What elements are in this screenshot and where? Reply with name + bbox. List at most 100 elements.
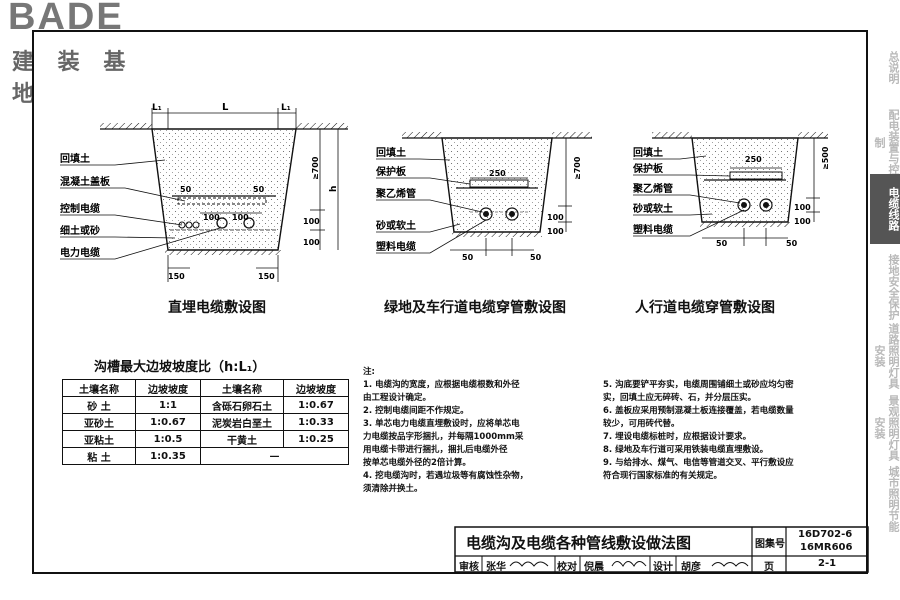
note-line: 由工程设计确定。 <box>363 393 432 403</box>
side-nav-item-distribution[interactable]: 配电装置与控制 <box>873 109 900 175</box>
dim-100-v2: 100 <box>547 227 564 236</box>
note-line: 力电缆按品字形捆扎，并每隔1000mm采 <box>363 432 524 442</box>
review-label: 审核 <box>459 562 479 573</box>
note-line: 实，回填土应无碎砖、石，并分层压实。 <box>603 393 757 403</box>
dim-700: ≥700 <box>573 156 582 180</box>
concrete-cover-plate <box>177 197 267 205</box>
side-nav-item-landscape-lighting[interactable]: 景观照明灯具安装 <box>873 395 900 461</box>
power-cable <box>216 217 228 229</box>
table-cell: 亚粘土 <box>62 430 136 448</box>
table-cell: 1:0.35 <box>135 447 201 465</box>
dim-700: ≥700 <box>311 156 320 180</box>
dim-50-left: 50 <box>180 185 192 194</box>
table-cell: 砂 土 <box>62 396 136 414</box>
note-line: 较少，可用砖代替。 <box>603 419 680 429</box>
table-header: 土壤名称 <box>200 379 284 397</box>
dim-100-v2: 100 <box>794 217 811 226</box>
note-line: 7. 埋设电缆标桩时，应根据设计要求。 <box>603 432 752 442</box>
checker-name: 倪晨 <box>584 562 604 573</box>
note-line: 8. 绿地及车行道可采用铁装电缆直埋敷设。 <box>603 445 769 455</box>
designer-name: 胡彦 <box>681 562 701 573</box>
bade-logo: BADE 建 装 基 地 <box>6 0 166 107</box>
dim-h: h <box>329 186 339 192</box>
page-number: 2-1 <box>818 558 837 569</box>
table-cell: 泥炭岩白垩土 <box>200 413 284 431</box>
label-plastic-cable: 塑料电缆 <box>376 240 416 253</box>
side-nav-item-cable-lines[interactable]: 电缆线路 <box>870 174 900 244</box>
power-cable <box>243 217 255 229</box>
protection-board <box>729 171 783 180</box>
table-cell: — <box>200 447 349 465</box>
table-cell: 1:0.67 <box>283 396 349 414</box>
table-header: 土壤名称 <box>62 379 136 397</box>
note-line: 5. 沟底要铲平夯实，电缆周围铺细土或砂应均匀密 <box>603 380 794 390</box>
side-nav: 总说明 配电装置与控制 电缆线路 接地安全保护 道路照明灯具安装 景观照明灯具安… <box>870 32 900 580</box>
note-line: 2. 控制电缆间距不作规定。 <box>363 406 469 416</box>
notes-left: 注: 1. 电缆沟的宽度，应根据电缆根数和外径 由工程设计确定。 2. 控制电缆… <box>363 366 603 496</box>
roadway-conduit-diagram: 250 ≥700 100 100 50 50 回填土 保护板 聚乙烯管 砂或软土… <box>375 132 592 262</box>
notes-right: 5. 沟底要铲平夯实，电缆周围铺细土或砂应均匀密 实，回填土应无碎砖、石，并分层… <box>603 379 861 483</box>
notes-heading: 注: <box>363 367 375 377</box>
dim-50-right: 50 <box>253 185 265 194</box>
slope-table: 土壤名称 边坡坡度 土壤名称 边坡坡度 砂 土 1:1 含砾石卵石土 1:0.6… <box>62 379 349 465</box>
dim-100-v1: 100 <box>794 203 811 212</box>
diagram2-title: 绿地及车行道电缆穿管敷设图 <box>384 300 566 316</box>
protection-board <box>469 179 529 188</box>
dim-250: 250 <box>489 169 506 178</box>
label-sand-soft-soil: 砂或软土 <box>632 202 673 215</box>
ground-hatch <box>100 123 152 129</box>
atlas-no-label: 图集号 <box>755 539 785 550</box>
direct-burial-diagram: L₁ L L₁ 50 50 100 100 ≥700 h 100 100 150… <box>60 102 348 282</box>
dim-150-left: 150 <box>168 272 185 281</box>
side-nav-item-road-lighting[interactable]: 道路照明灯具安装 <box>873 323 900 389</box>
table-row: 砂 土 1:1 含砾石卵石土 1:0.67 <box>62 396 349 414</box>
note-line: 符合现行国家标准的有关规定。 <box>603 471 723 481</box>
control-cable <box>185 221 193 229</box>
diagram3-title: 人行道电缆穿管敷设图 <box>635 300 775 316</box>
diagram1-title: 直埋电缆敷设图 <box>168 300 266 316</box>
dim-150-right: 150 <box>258 272 275 281</box>
side-nav-item-general[interactable]: 总说明 <box>887 50 900 84</box>
table-cell: 1:0.5 <box>135 430 201 448</box>
table-cell: 含砾石卵石土 <box>200 396 284 414</box>
slope-table-title: 沟槽最大边坡坡度比（h:L₁） <box>94 360 266 375</box>
note-line: 4. 挖电缆沟时，若遇垃圾等有腐蚀性杂物， <box>363 471 529 481</box>
label-backfill: 回填土 <box>633 146 663 159</box>
note-line: 9. 与给排水、煤气、电信等管道交叉、平行敷设应 <box>603 458 794 468</box>
label-pe-pipe: 聚乙烯管 <box>632 182 673 195</box>
pe-pipe <box>737 198 751 212</box>
trench-fill <box>151 128 297 251</box>
reviewer-name: 张华 <box>486 562 506 573</box>
signature-reviewer <box>509 561 549 567</box>
side-nav-item-grounding[interactable]: 接地安全保护 <box>887 254 900 320</box>
note-line: 6. 盖板应采用预制混凝土板连接覆盖，若电缆数量 <box>603 406 794 416</box>
label-power-cable: 电力电缆 <box>60 246 100 259</box>
dim-500: ≥500 <box>821 146 830 170</box>
label-protection-board: 保护板 <box>375 165 407 178</box>
dim-l1-left: L₁ <box>152 103 162 113</box>
control-cable <box>192 221 200 229</box>
side-nav-item-energy-saving[interactable]: 城市照明节能 <box>887 466 900 532</box>
title-block-lines <box>454 526 869 573</box>
table-row: 亚粘土 1:0.5 干黄土 1:0.25 <box>62 430 349 448</box>
label-backfill: 回填土 <box>376 146 406 159</box>
table-header: 边坡坡度 <box>135 379 201 397</box>
label-control-cable: 控制电缆 <box>60 202 100 215</box>
signature-checker <box>611 561 647 567</box>
trench-fill <box>441 137 553 233</box>
table-row: 粘 土 1:0.35 — <box>62 447 349 465</box>
table-row: 亚砂土 1:0.67 泥炭岩白垩土 1:0.33 <box>62 413 349 431</box>
design-label: 设计 <box>653 562 673 573</box>
table-header: 边坡坡度 <box>283 379 349 397</box>
table-cell: 亚砂土 <box>62 413 136 431</box>
drawing-title: 电缆沟及电缆各种管线敷设做法图 <box>466 534 692 552</box>
dim-50-left: 50 <box>462 253 474 262</box>
page-label: 页 <box>764 562 774 573</box>
dim-100-v1: 100 <box>547 213 564 222</box>
check-label: 校对 <box>557 562 577 573</box>
label-plastic-cable: 塑料电缆 <box>633 223 673 236</box>
label-fine-soil: 细土或砂 <box>60 224 100 237</box>
dim-50-right: 50 <box>786 239 798 248</box>
note-line: 3. 单芯电力电缆直埋敷设时，应将单芯电 <box>363 419 520 429</box>
